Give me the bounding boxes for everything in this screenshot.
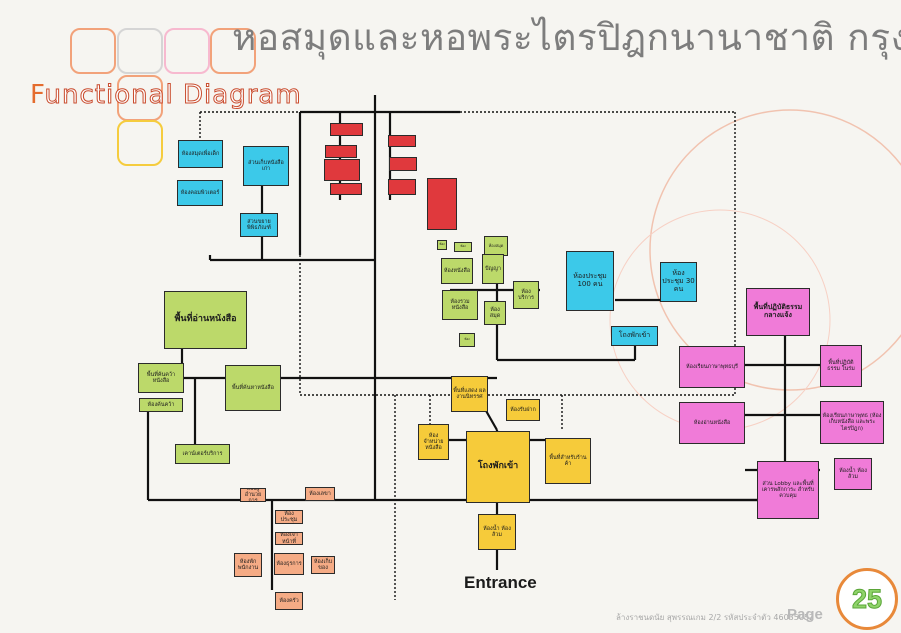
salmon-box-3: ห้องประชุม (275, 510, 303, 524)
page-word: Page (787, 606, 823, 623)
deco-square-grey (117, 28, 163, 74)
green-mid-box-5: ห้องบริการ (513, 281, 539, 309)
green-side-box-1: พื้นที่ค้นคว้าหนังสือ (138, 363, 184, 393)
red-box-7 (388, 179, 416, 195)
green-mid-box-2: ปัญญา (482, 254, 504, 284)
green-mid-box-4: ห้องสมุด (484, 301, 506, 325)
blue-box-4: ส่วนขยาย พิพิธภัณฑ์ (240, 213, 278, 237)
green-mid-box-1: ห้องหนังสือ (441, 258, 473, 284)
green-low-box: ห้อง (459, 333, 475, 347)
blue-box-1: ห้องสมุดเพื่อเด็ก (178, 140, 223, 168)
yellow-box-1: พื้นที่แสดง ผลงานนิทรรศ (451, 376, 488, 412)
red-box-8 (427, 178, 457, 230)
page-subtitle: Functional Diagram (30, 80, 302, 111)
red-box-2 (325, 145, 357, 158)
blue-box-3: ห้องคอมพิวเตอร์ (177, 180, 223, 206)
salmon-box-5: ห้องพักพนักงาน (234, 553, 262, 577)
page-number-badge: 25 (836, 568, 898, 630)
green-top-box-3: ห้องสมุด (484, 236, 508, 256)
entrance-label: Entrance (464, 573, 537, 592)
green-side-box-2: ห้องค้นคว้า (139, 398, 183, 412)
subtitle-initial: F (30, 80, 45, 110)
deco-square-orange (70, 28, 116, 74)
deco-square-peach (210, 28, 256, 74)
yellow-box-4: พื้นที่สำหรับร้านค้า (545, 438, 591, 484)
deco-square-yellow (117, 120, 163, 166)
green-top-box-1: ห้อง (437, 240, 447, 250)
main-hall-box: โถงพักเข้า (466, 431, 530, 503)
yellow-box-2: ห้องรับฝาก (506, 399, 540, 421)
subtitle-rest: unctional Diagram (44, 80, 302, 111)
pink-right-box-2: ห้องเรียนภาษาพุทธ (ห้องเก็บหนังสือ และพร… (820, 401, 884, 444)
activity-indoor-box: พื้นที่ปฏิบัติธรรม ในร่ม (820, 345, 862, 387)
pink-left-box-1: ห้องเรียนภาษาพุทธบุรี (679, 346, 745, 388)
green-side-box-3: พื้นที่ค้นหาหนังสือ (225, 365, 281, 411)
footer-text: ล้างราชนดนัย สุพรรณเกม 2/2 รหัสประจำตัว … (616, 613, 815, 622)
salmon-box-8: ห้องครัว (275, 592, 303, 610)
yellow-box-5: ห้องจำหน่าย หนังสือ (418, 424, 449, 460)
red-box-3 (324, 159, 360, 181)
salmon-box-4: ห้องเจ้าหน้าที่ (275, 532, 303, 545)
salmon-box-6: ห้องธุรการ (274, 553, 304, 575)
toilet-box: ห้องน้ำ ห้องส้วม (834, 458, 872, 490)
green-top-box-2: ห้อง (454, 242, 472, 252)
lobby-box: ส่วน Lobby และพื้นที่เคารพสักการะ สำหรับ… (757, 461, 819, 519)
meeting-30-box: ห้องประชุม 30 คน (660, 262, 697, 302)
green-mid-box-3: ห้องรวมหนังสือ (442, 290, 478, 320)
yellow-box-3: ห้องน้ำ ห้องส้วม (478, 514, 516, 550)
activity-outdoor-box: พื้นที่ปฏิบัติธรรม กลางแจ้ง (746, 288, 810, 336)
red-box-5 (388, 135, 416, 147)
salmon-box-1: ห้องผู้อำนวยการ (240, 488, 266, 502)
red-box-6 (389, 157, 417, 171)
meeting-100-box: ห้องประชุม 100 คน (566, 251, 614, 311)
page-title: หอสมุดและหอพระไตรปิฎกนานาชาติ กรุงเทพฯ (232, 16, 901, 59)
red-box-4 (330, 183, 362, 195)
salmon-box-2: ห้องเลขา (305, 487, 335, 501)
blue-box-2: ส่วนเก็บหนังสือเก่า (243, 146, 289, 186)
salmon-box-7: ห้องเก็บของ (311, 556, 335, 574)
green-side-box-4: เคาน์เตอร์บริการ (175, 444, 230, 464)
red-box-1 (330, 123, 363, 136)
hall-small-box: โถงพักเข้า (611, 326, 658, 346)
pink-left-box-2: ห้องอ่านหนังสือ (679, 402, 745, 444)
deco-square-pink (164, 28, 210, 74)
reading-area-box: พื้นที่อ่านหนังสือ (164, 291, 247, 349)
